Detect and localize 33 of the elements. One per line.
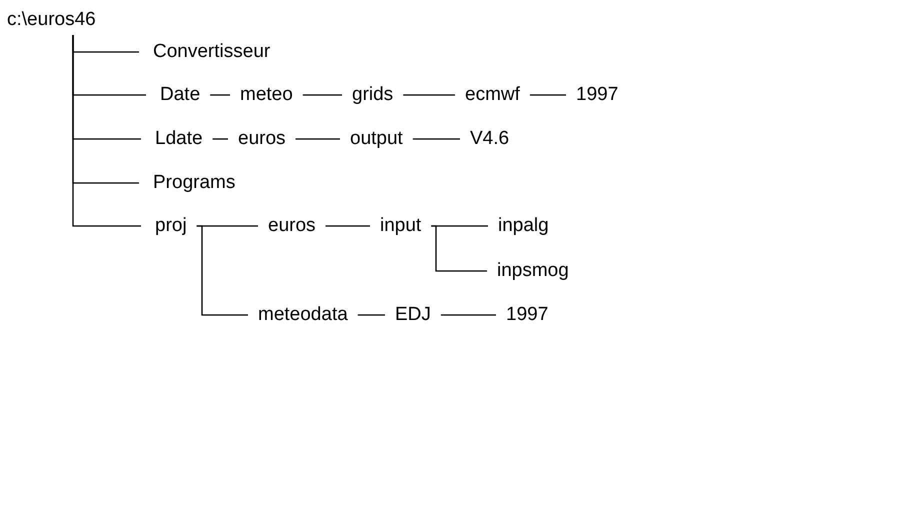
- folder-label: ecmwf: [465, 84, 520, 106]
- folder-label: input: [380, 215, 422, 237]
- folder-label: Convertisseur: [153, 41, 270, 63]
- folder-label: 1997: [576, 84, 618, 106]
- folder-label: c:\euros46: [7, 9, 96, 31]
- tree-connector: [302, 94, 342, 96]
- tree-connector: [210, 94, 230, 96]
- folder-label: meteo: [240, 84, 293, 106]
- tree-connector: [296, 138, 340, 140]
- folder-label: proj: [155, 215, 187, 237]
- folder-label: Date: [160, 84, 200, 106]
- folder-label: 1997: [506, 304, 548, 326]
- tree-connector: [440, 314, 496, 316]
- folder-label: Ldate: [155, 128, 203, 150]
- folder-label: EDJ: [395, 304, 431, 326]
- folder-label: inpsmog: [497, 260, 569, 282]
- folder-label: euros: [238, 128, 286, 150]
- tree-connector: [530, 94, 566, 96]
- folder-label: output: [350, 128, 403, 150]
- tree-connector: [212, 138, 228, 140]
- folder-label: euros: [268, 215, 316, 237]
- folder-label: V4.6: [470, 128, 510, 150]
- tree-connector: [403, 94, 455, 96]
- folder-label: Programs: [153, 172, 236, 194]
- folder-label: meteodata: [258, 304, 348, 326]
- tree-connector: [72, 35, 141, 227]
- tree-connector: [196, 225, 248, 316]
- folder-label: grids: [352, 84, 394, 106]
- tree-connector: [358, 314, 385, 316]
- tree-connector: [431, 225, 487, 272]
- folder-label: inpalg: [498, 215, 549, 237]
- tree-connector: [412, 138, 460, 140]
- tree-connector: [326, 225, 370, 227]
